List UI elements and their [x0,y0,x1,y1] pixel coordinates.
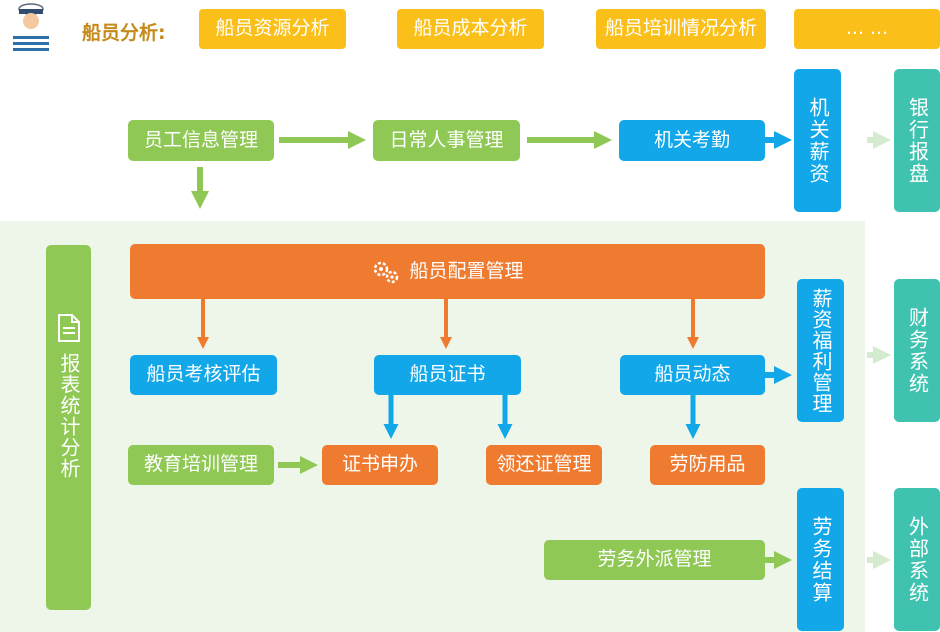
finance-system[interactable]: 财务系统 [894,279,940,422]
labor-dispatch-management[interactable]: 劳务外派管理 [544,540,765,580]
crew-config-management[interactable]: 船员配置管理 [130,244,765,299]
employee-info-management[interactable]: 员工信息管理 [128,120,274,161]
document-icon [57,314,80,342]
report-statistics-analysis[interactable]: 报表统计分析 [46,245,91,610]
tab-crew-training-analysis[interactable]: 船员培训情况分析 [596,9,766,49]
report-statistics-label: 报表统计分析 [57,353,81,479]
salary-welfare-management[interactable]: 薪资福利管理 [797,279,844,422]
crew-evaluation[interactable]: 船员考核评估 [130,355,277,395]
daily-hr-management[interactable]: 日常人事管理 [373,120,520,161]
external-system[interactable]: 外部系统 [894,488,940,631]
certificate-return-management[interactable]: 领还证管理 [486,445,602,485]
tab-crew-resource-analysis[interactable]: 船员资源分析 [199,9,346,49]
gears-icon [374,261,399,283]
labor-settlement[interactable]: 劳务结算 [797,488,844,631]
bank-disk-label: 银行报盘 [905,96,930,185]
labor-protection-supplies[interactable]: 劳防用品 [650,445,765,485]
salary-welfare-label: 薪资福利管理 [809,287,833,414]
office-salary-label: 机关薪资 [806,96,830,185]
header-label: 船员分析: [82,22,166,44]
finance-system-label: 财务系统 [905,306,930,395]
tab-crew-cost-analysis[interactable]: 船员成本分析 [397,9,544,49]
external-system-label: 外部系统 [905,515,930,604]
office-attendance[interactable]: 机关考勤 [619,120,765,161]
bank-disk[interactable]: 银行报盘 [894,69,940,212]
crew-dynamic[interactable]: 船员动态 [620,355,765,395]
certificate-application[interactable]: 证书申办 [322,445,438,485]
crew-config-label: 船员配置管理 [409,259,524,282]
tab-more[interactable]: ... ... [794,9,940,49]
training-management[interactable]: 教育培训管理 [128,445,274,485]
office-salary[interactable]: 机关薪资 [794,69,841,212]
crew-certificate[interactable]: 船员证书 [374,355,521,395]
sailor-avatar-icon [13,3,49,52]
labor-settlement-label: 劳务结算 [809,515,833,604]
